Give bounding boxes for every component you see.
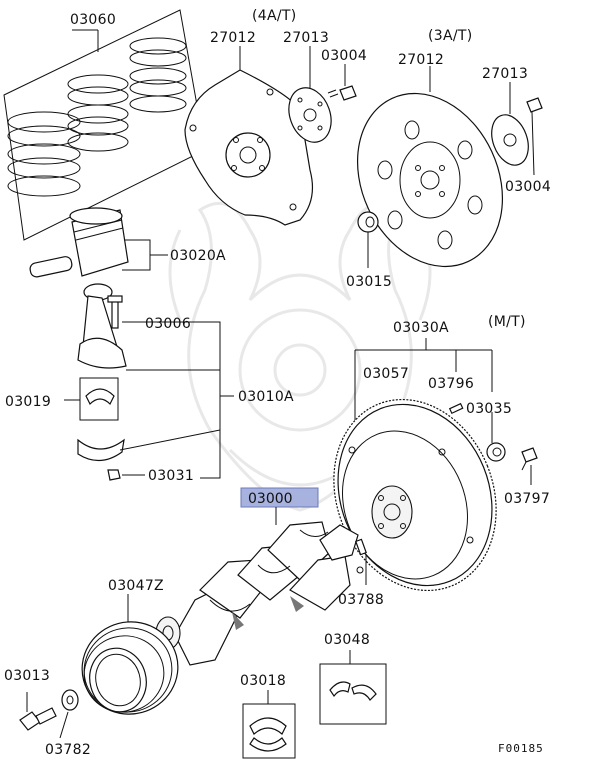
label-crankshaft: 03000 [248,491,293,507]
pulley-washer [59,689,79,739]
label-pulley-bolt: 03013 [4,668,50,684]
label-ring-gear: 03796 [428,376,474,392]
bushing [357,211,379,268]
flywheel-bolt [521,447,538,485]
bolt-3at [526,97,543,176]
shim-3at [491,82,529,166]
label-washer: 03782 [45,742,91,758]
label-main-bearing: 03018 [240,673,286,689]
piston-rings-group [3,9,206,241]
label-damper: 03047Z [108,578,164,594]
flywheel [333,398,497,592]
pilot-bushing [486,412,506,462]
label-variant-4at: (4A/T) [252,8,296,24]
label-shim-4at: 27013 [283,30,329,46]
label-conrod-assy: 03010A [238,389,294,405]
label-variant-mt: (M/T) [488,314,526,330]
bolt-4at [327,64,357,101]
dowel-pin-flywheel [448,402,464,415]
damper-pulley [81,621,179,715]
label-shim-3at: 27013 [482,66,528,82]
thrust-washer [319,663,387,725]
label-bolt-4at: 03004 [321,48,367,64]
label-thrust-washer: 03048 [324,632,370,648]
dowel-pin-crank [355,538,367,585]
bearing-upper [64,377,119,421]
label-piston: 03020A [170,248,226,264]
label-nut: 03031 [148,468,194,484]
label-pin: 03035 [466,401,512,417]
shim-4at [288,46,332,143]
label-flywheel-assy: 03030A [393,320,449,336]
label-flywheel: 03057 [363,366,409,382]
piston [29,207,168,278]
drive-plate-4at [184,46,313,226]
label-conrod-bolt: 03006 [145,316,191,332]
label-variant-3at: (3A/T) [428,28,472,44]
label-bearing-upper: 03019 [5,394,51,410]
crankshaft-highlight [240,487,319,508]
rod-cap [77,429,221,462]
rod-nut [107,469,145,481]
watermark-logo [168,201,432,512]
figure-code: F00185 [498,742,544,755]
label-bushing: 03015 [346,274,392,290]
label-plate-4at: 27012 [210,30,256,46]
main-bearing [242,703,296,759]
label-bolt-3at: 03004 [505,179,551,195]
pulley-bolt [19,692,57,731]
label-dowel: 03788 [338,592,384,608]
drive-plate-3at [356,66,504,268]
label-piston-rings: 03060 [70,12,116,28]
connecting-rod [77,283,221,479]
label-pilot-bush: 03797 [504,491,550,507]
label-plate-3at: 27012 [398,52,444,68]
